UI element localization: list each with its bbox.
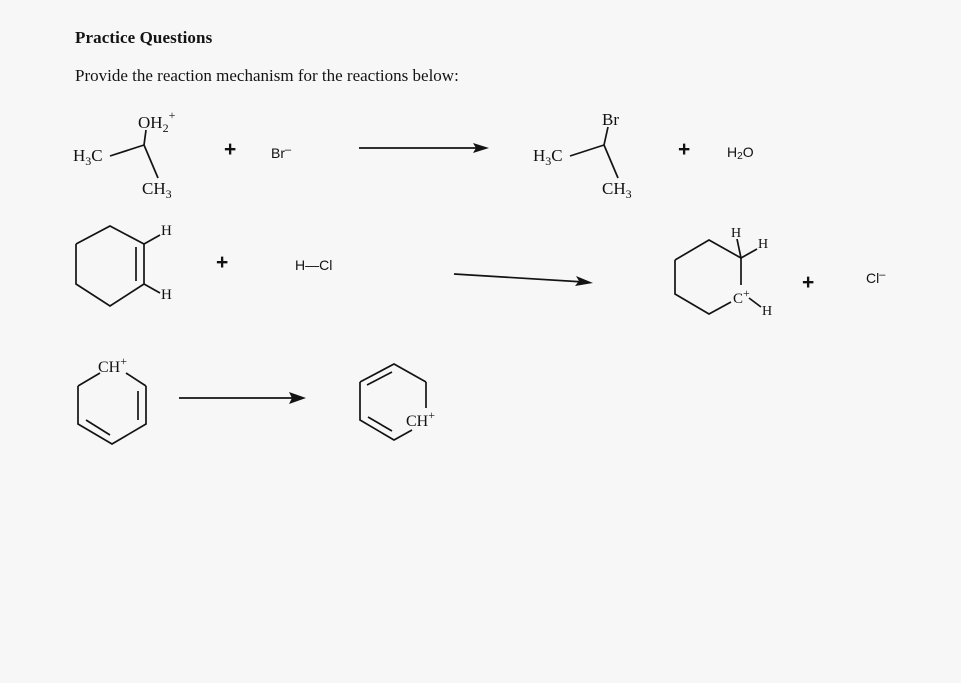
label-h-lower-right: H [762, 304, 772, 319]
label-lower-methyl: CH3 [142, 179, 172, 201]
plus-sign-reactants-2: + [216, 251, 229, 274]
plus-sign-products-1: + [678, 138, 691, 161]
label-carbocation: CH+ [98, 354, 127, 376]
label-carbocation: C+ [733, 286, 750, 307]
reaction-arrow-3 [179, 392, 306, 404]
label-h-upper-right: H [758, 237, 768, 252]
reaction-arrow-1 [359, 143, 489, 153]
structure-cyclohexene: H H [75, 223, 172, 308]
structure-protonated-isopropanol: H3C OH2+ CH3 [73, 108, 176, 201]
structure-cyclohexadienyl-cation-top: CH+ [77, 354, 147, 445]
label-bromo: Br [602, 110, 619, 129]
structure-2-bromopropane: H3C Br CH3 [533, 110, 632, 201]
label-vinyl-h-top: H [161, 223, 172, 239]
label-oxonium: OH2+ [138, 108, 176, 135]
label-lower-methyl: CH3 [602, 179, 632, 201]
reaction-arrow-2 [453, 273, 593, 286]
structure-cyclohexyl-carbocation: H H C+ H [674, 226, 772, 319]
plus-sign-products-2: + [802, 271, 815, 294]
label-carbocation: CH+ [406, 408, 435, 430]
page-title: Practice Questions [75, 28, 213, 47]
label-left-methyl: H3C [533, 146, 563, 168]
label-water: H2O [727, 144, 754, 162]
label-hydrogen-chloride: H—Cl [295, 257, 333, 273]
structure-cyclohexadienyl-cation-shifted: CH+ [359, 363, 435, 441]
label-h-top: H [731, 226, 741, 241]
plus-sign-reactants-1: + [224, 138, 237, 161]
label-vinyl-h-bottom: H [161, 287, 172, 303]
label-chloride-ion: Cl– [866, 269, 886, 286]
label-left-methyl: H3C [73, 146, 103, 168]
label-bromide-ion: Br– [271, 144, 292, 161]
prompt-text: Provide the reaction mechanism for the r… [75, 66, 459, 85]
